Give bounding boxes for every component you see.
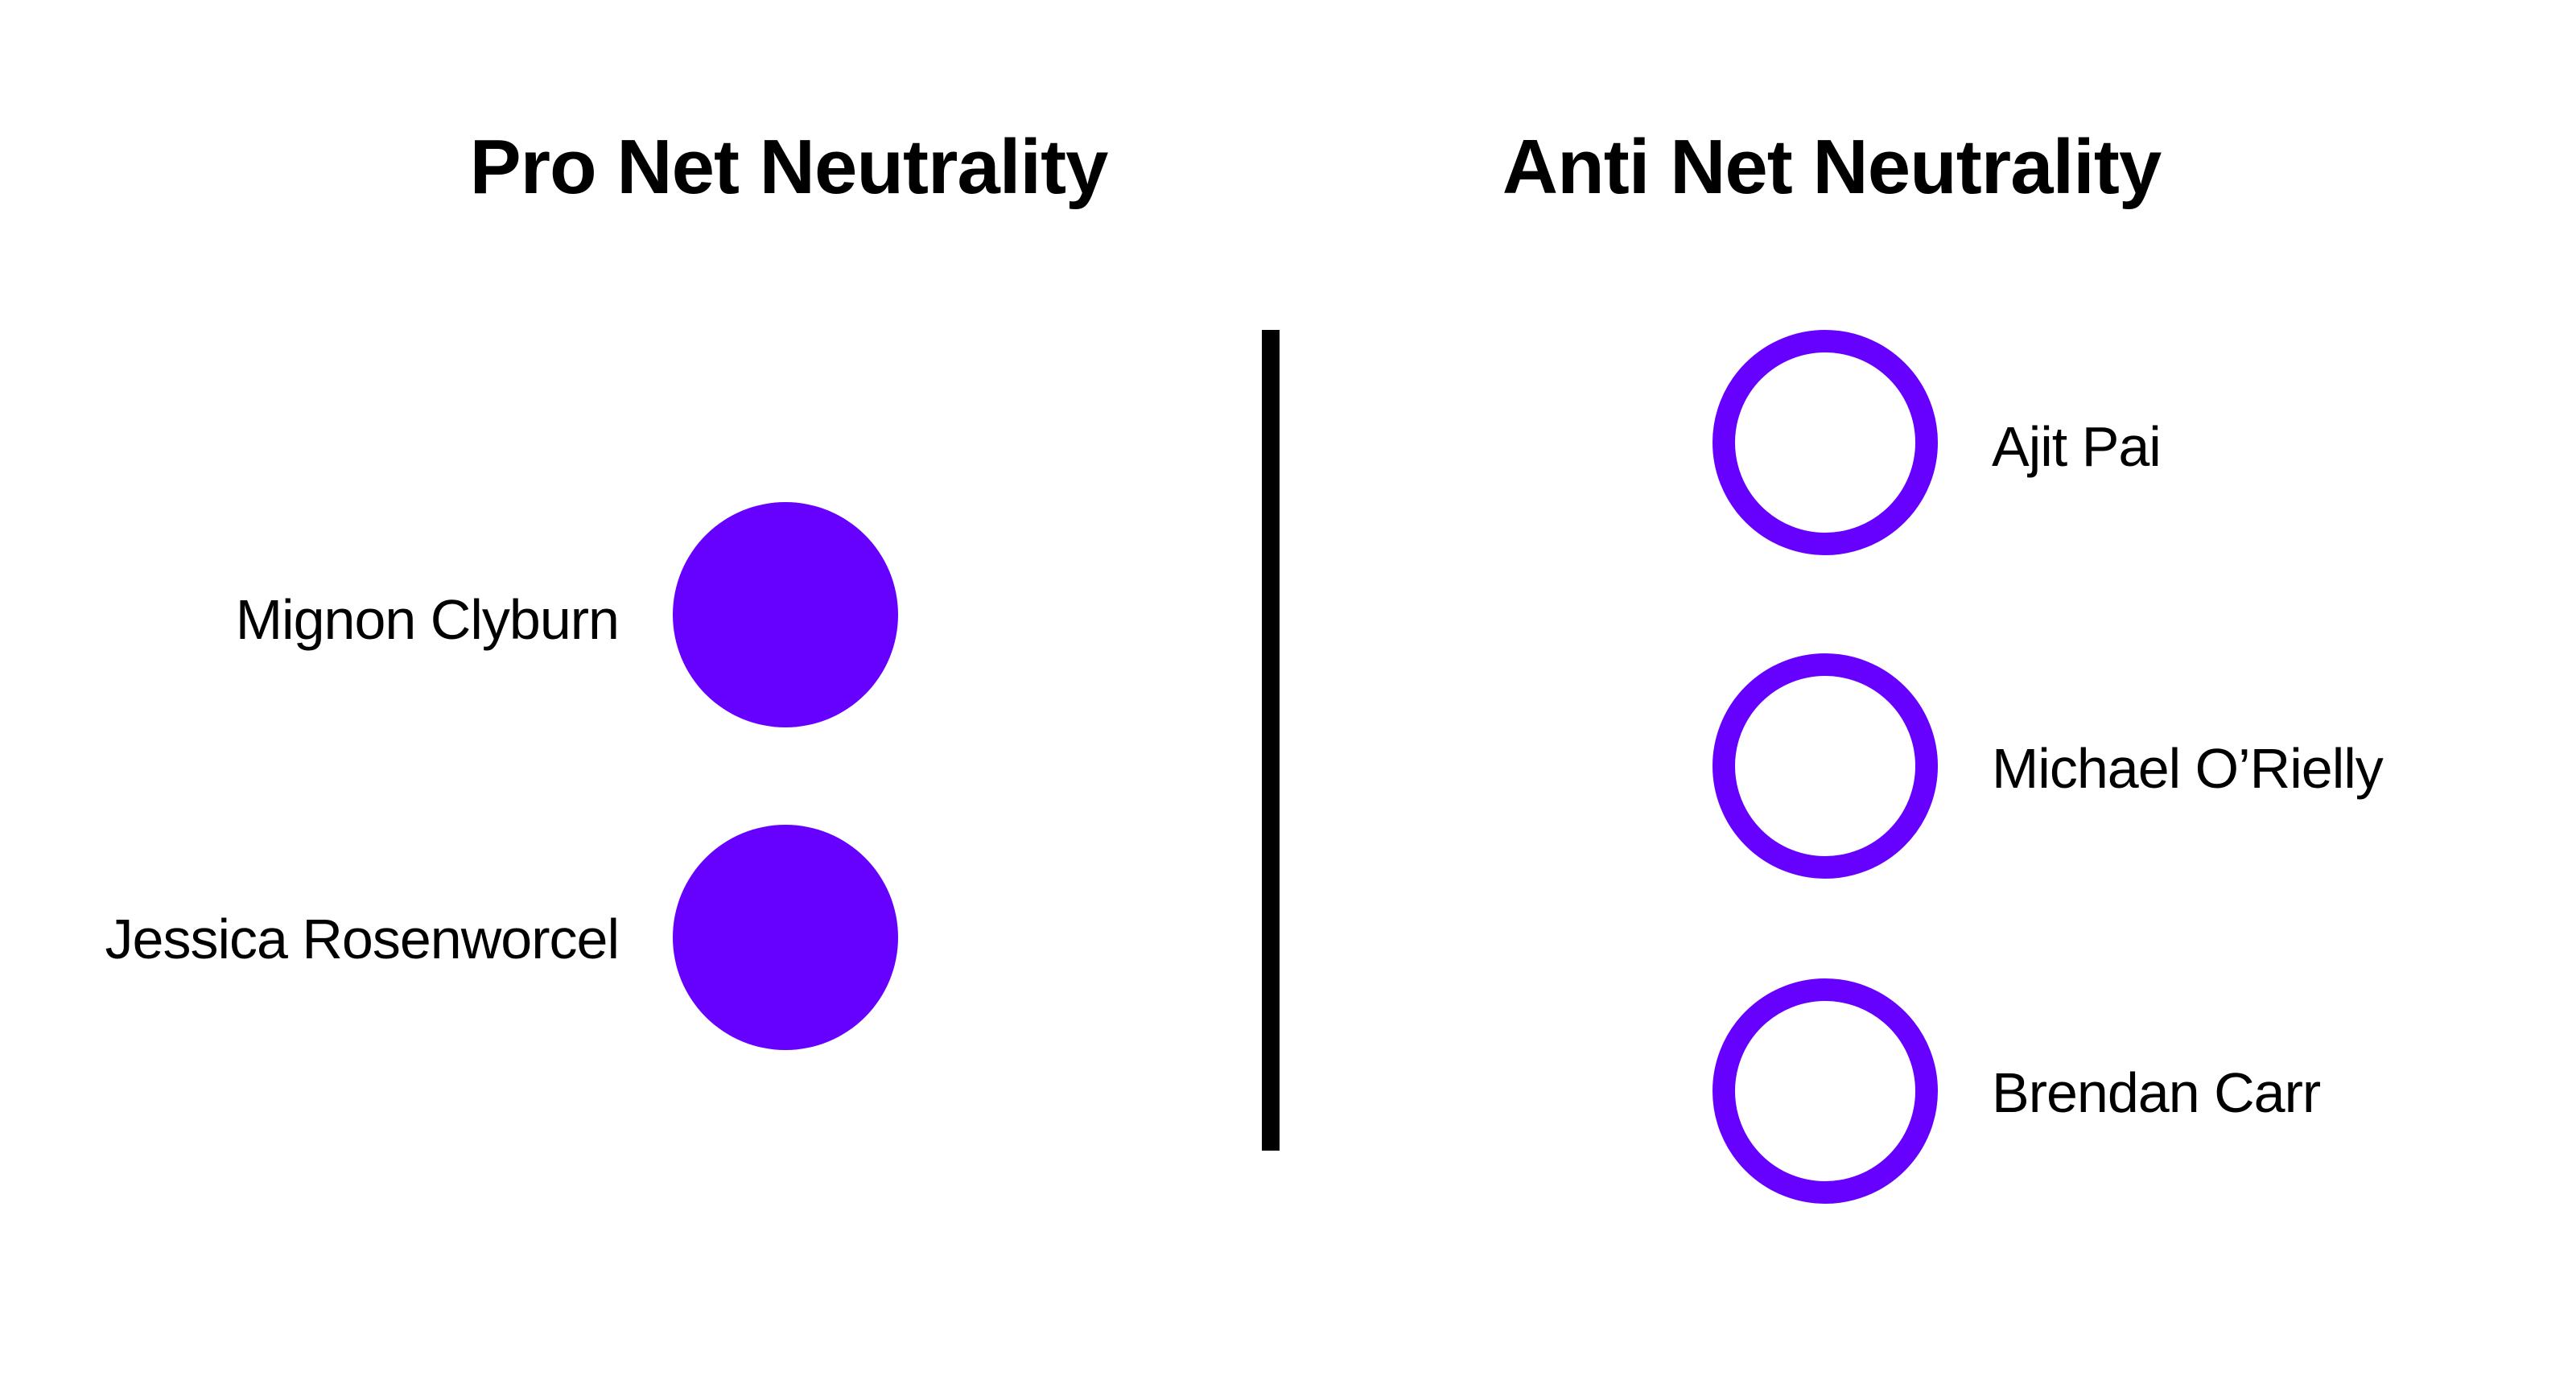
pro-member-name-1: Mignon Clyburn — [235, 588, 620, 651]
anti-member-name-3: Brendan Carr — [1992, 1061, 2321, 1124]
pro-member-marker-2 — [673, 825, 898, 1050]
heading-pro: Pro Net Neutrality — [469, 124, 1109, 210]
anti-member-marker-3 — [1713, 978, 1938, 1204]
anti-member-marker-2 — [1713, 653, 1938, 879]
heading-anti: Anti Net Neutrality — [1502, 124, 2162, 210]
anti-member-name-1: Ajit Pai — [1992, 415, 2162, 478]
pro-member-name-2: Jessica Rosenworcel — [105, 908, 620, 970]
center-divider — [1262, 330, 1280, 1151]
anti-member-name-2: Michael O’Rielly — [1992, 737, 2384, 800]
anti-member-marker-1 — [1713, 330, 1938, 555]
pro-member-marker-1 — [673, 502, 898, 727]
